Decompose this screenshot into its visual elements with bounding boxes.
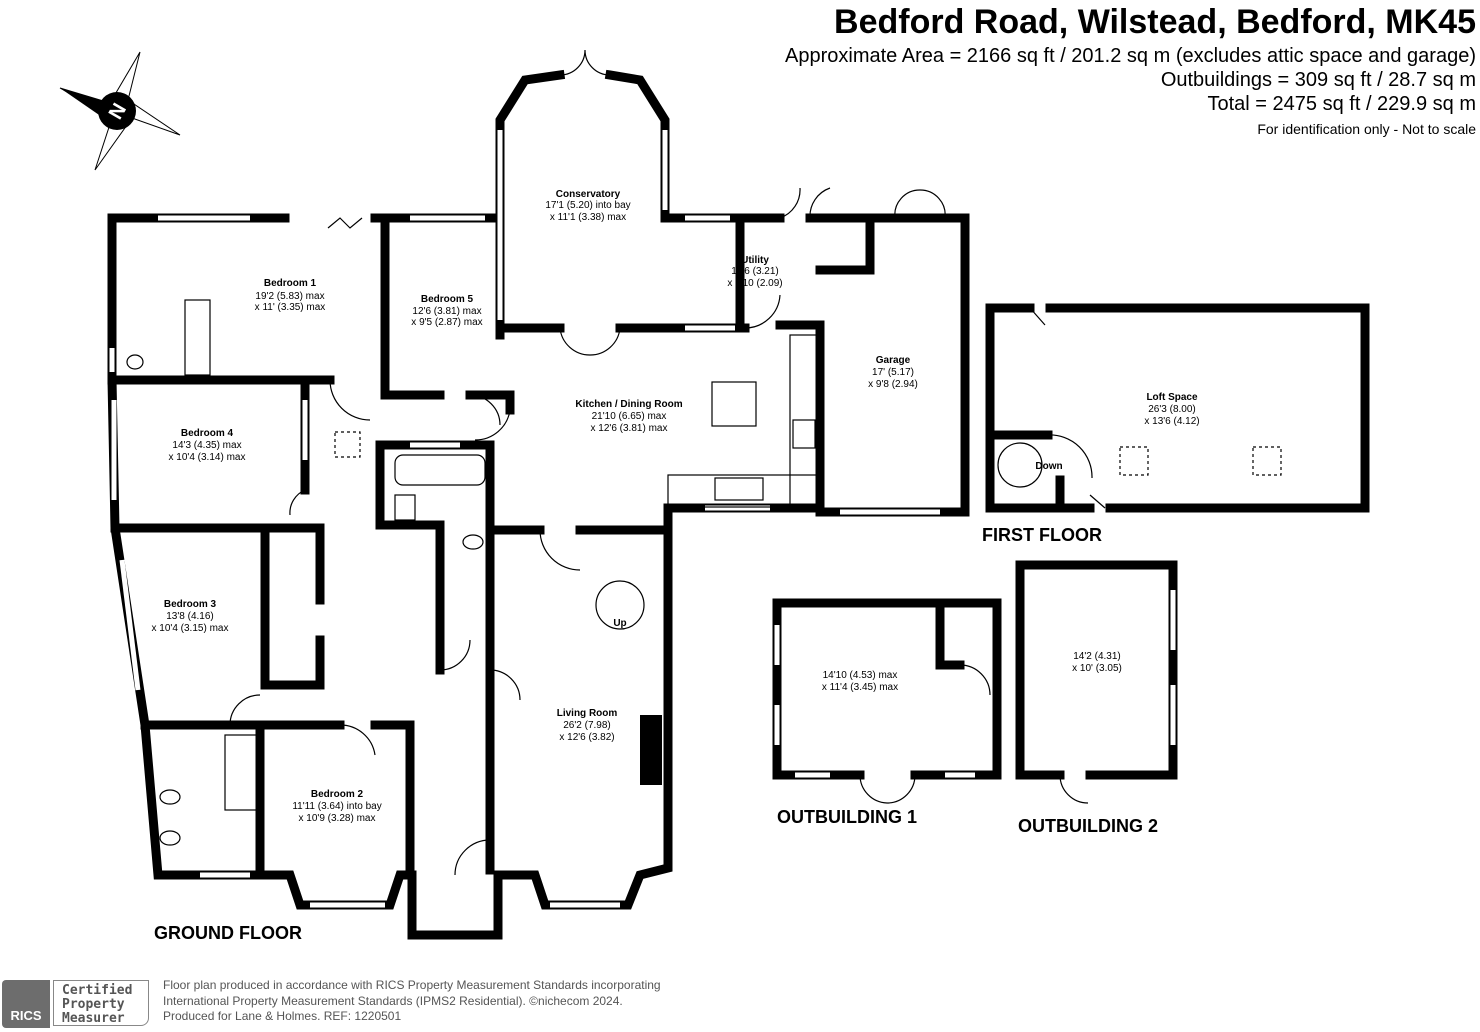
outbuilding-2-label: OUTBUILDING 2 — [1018, 816, 1158, 836]
room-name: Kitchen / Dining Room — [575, 399, 682, 410]
rics-logo: RICS — [2, 980, 50, 1028]
doors-and-fixtures — [126, 49, 946, 876]
room-dim: 21'10 (6.65) max — [592, 411, 667, 422]
room-name: Garage — [876, 355, 911, 366]
footer-line: Floor plan produced in accordance with R… — [163, 978, 661, 992]
rics-logo-text: RICS — [10, 1008, 42, 1023]
room-name: Bedroom 2 — [311, 789, 364, 800]
room-dim: 12'6 (3.81) max — [412, 306, 481, 317]
room-dim: 26'3 (8.00) — [1148, 404, 1196, 415]
outbuilding-1-label: OUTBUILDING 1 — [777, 807, 917, 827]
room-dim: 13'8 (4.16) — [166, 611, 214, 622]
room-dim: x 6'10 (2.09) — [727, 278, 782, 289]
room-dim: x 12'6 (3.82) — [559, 732, 614, 743]
room-dim: x 12'6 (3.81) max — [591, 423, 668, 434]
room-dim: x 10'4 (3.15) max — [152, 623, 229, 634]
scale-note: For identification only - Not to scale — [1257, 121, 1476, 137]
room-dim: x 11'1 (3.38) max — [550, 212, 626, 223]
room-dim: 14'3 (4.35) max — [172, 440, 241, 451]
room-dim: 17'1 (5.20) into bay — [545, 200, 630, 211]
footer-line: International Property Measurement Stand… — [163, 993, 623, 1008]
room-dim: x 11' (3.35) max — [255, 302, 326, 313]
ground-floor-label: GROUND FLOOR — [154, 923, 302, 943]
room-dim: x 10'9 (3.28) max — [299, 813, 376, 824]
room-dim: x 9'8 (2.94) — [868, 379, 918, 390]
room-dim: x 11'4 (3.45) max — [822, 682, 898, 693]
ground-floor-walls — [107, 69, 970, 940]
total-area: Total = 2475 sq ft / 229.9 sq m — [1207, 93, 1477, 115]
room-dim: x 13'6 (4.12) — [1144, 416, 1199, 427]
header: Bedford Road, Wilstead, Bedford, MK45 Ap… — [785, 0, 1476, 142]
badge-line: Property — [62, 997, 125, 1012]
first-floor-label: FIRST FLOOR — [982, 525, 1102, 545]
room-dim: 19'2 (5.83) max — [255, 291, 324, 302]
room-name: Utility — [741, 255, 769, 266]
room-dim: 10'6 (3.21) — [731, 266, 779, 277]
outbuildings-area: Outbuildings = 309 sq ft / 28.7 sq m — [1160, 69, 1476, 91]
badge-line: Certified — [62, 983, 133, 998]
room-dim: x 9'5 (2.87) max — [411, 317, 482, 328]
certified-badge: Certified Property Measurer — [53, 980, 149, 1026]
stairs-down-label: Down — [1035, 461, 1062, 472]
room-dim: 17' (5.17) — [872, 367, 914, 378]
room-name: Bedroom 5 — [421, 294, 474, 305]
outbuilding-walls — [772, 560, 1178, 804]
room-name: Conservatory — [556, 189, 621, 200]
room-outbuilding-2: 14'2 (4.31)x 10' (3.05) — [1072, 651, 1122, 674]
room-dim: 26'2 (7.98) — [563, 720, 611, 731]
room-dim: 14'2 (4.31) — [1073, 651, 1121, 662]
property-title: Bedford Road, Wilstead, Bedford, MK45 — [834, 3, 1476, 41]
room-dim: 14'10 (4.53) max — [823, 670, 898, 681]
footer: RICS Certified Property Measurer Floor p… — [0, 978, 720, 1030]
badge-line: Measurer — [62, 1011, 125, 1026]
room-name: Loft Space — [1146, 392, 1198, 403]
approximate-area: Approximate Area = 2166 sq ft / 201.2 sq… — [785, 45, 1476, 67]
first-floor-walls — [985, 303, 1370, 513]
footer-line: Produced for Lane & Holmes. REF: 1220501 — [163, 1009, 402, 1023]
windows — [109, 130, 940, 908]
footer-text: Floor plan produced in accordance with R… — [163, 978, 661, 1025]
room-name: Bedroom 4 — [181, 428, 234, 439]
room-dim: x 10'4 (3.14) max — [169, 452, 246, 463]
compass-icon: N — [59, 51, 181, 171]
room-name: Bedroom 3 — [164, 599, 217, 610]
stairs-up-label: Up — [613, 618, 626, 629]
room-bedroom-3: Bedroom 313'8 (4.16)x 10'4 (3.15) max — [152, 599, 229, 634]
room-name: Living Room — [557, 708, 618, 719]
room-dim: x 10' (3.05) — [1072, 663, 1122, 674]
room-dim: 11'11 (3.64) into bay — [292, 801, 381, 812]
room-name: Bedroom 1 — [264, 278, 317, 289]
